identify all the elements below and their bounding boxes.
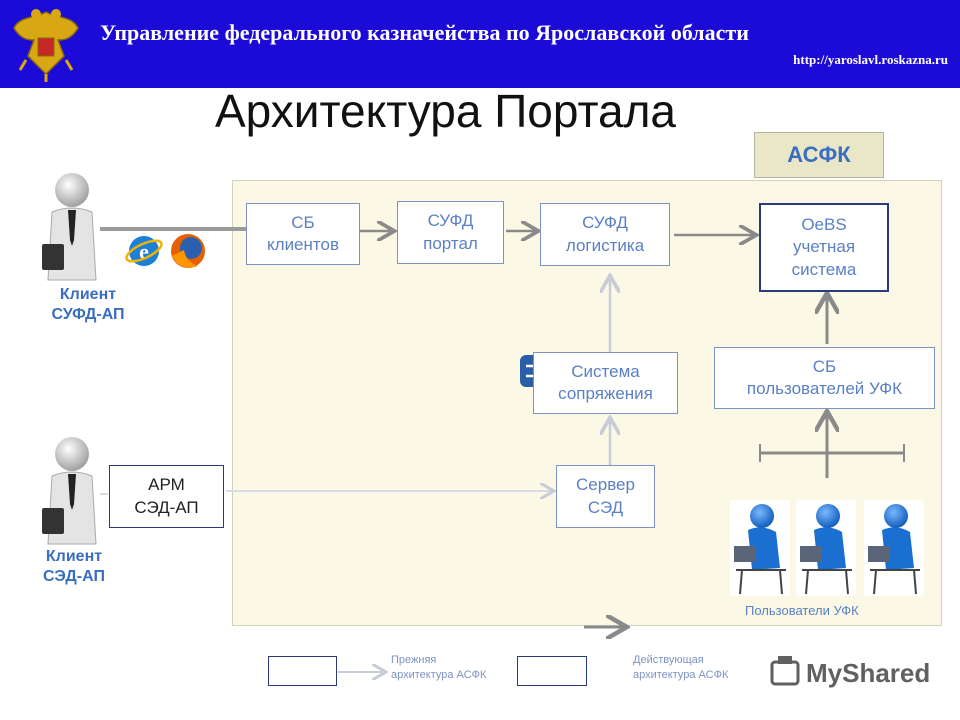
watermark-text: MyShared [806, 658, 931, 688]
org-title: Управление федерального казначейства по … [100, 20, 749, 45]
internet-explorer-icon: e [125, 236, 163, 266]
legend-current-swatch [517, 656, 587, 686]
ufk-user-icon [796, 500, 856, 596]
sufd-portal-node: СУФД портал [397, 201, 504, 264]
firefox-icon [171, 234, 205, 268]
legend-old-swatch [268, 656, 337, 686]
myshared-logo-icon [770, 656, 800, 686]
arm-sed-node: АРМ СЭД-АП [109, 465, 224, 528]
integration-system-node: Система сопряжения [533, 352, 678, 414]
org-url[interactable]: http://yaroslavl.roskazna.ru [793, 52, 948, 67]
slide-title: Архитектура Портала [215, 85, 677, 137]
asfk-badge: АСФК [754, 132, 884, 178]
sb-clients-node: СБ клиентов [246, 203, 360, 265]
header-banner [0, 0, 960, 88]
client-sufd-person-icon [42, 173, 97, 281]
sed-server-node: Сервер СЭД [556, 465, 655, 528]
client-sufd-label: Клиент СУФД-АП [51, 286, 125, 323]
legend-old-label: Прежняя архитектура АСФК [391, 654, 487, 681]
ufk-users-caption: Пользователи УФК [745, 603, 859, 618]
legend-current-label: Действующая архитектура АСФК [633, 654, 729, 681]
ufk-user-icon [864, 500, 924, 596]
sufd-logistics-node: СУФД логистика [540, 203, 670, 266]
client-sed-label: Клиент СЭД-АП [43, 548, 105, 585]
client-sed-person-icon [42, 437, 97, 545]
ufk-user-icon [730, 500, 790, 596]
sb-ufk-users-node: СБ пользователей УФК [714, 347, 935, 409]
oebs-node: OeBS учетная система [759, 203, 889, 292]
coat-of-arms-icon [13, 9, 79, 82]
svg-text:e: e [139, 239, 149, 264]
